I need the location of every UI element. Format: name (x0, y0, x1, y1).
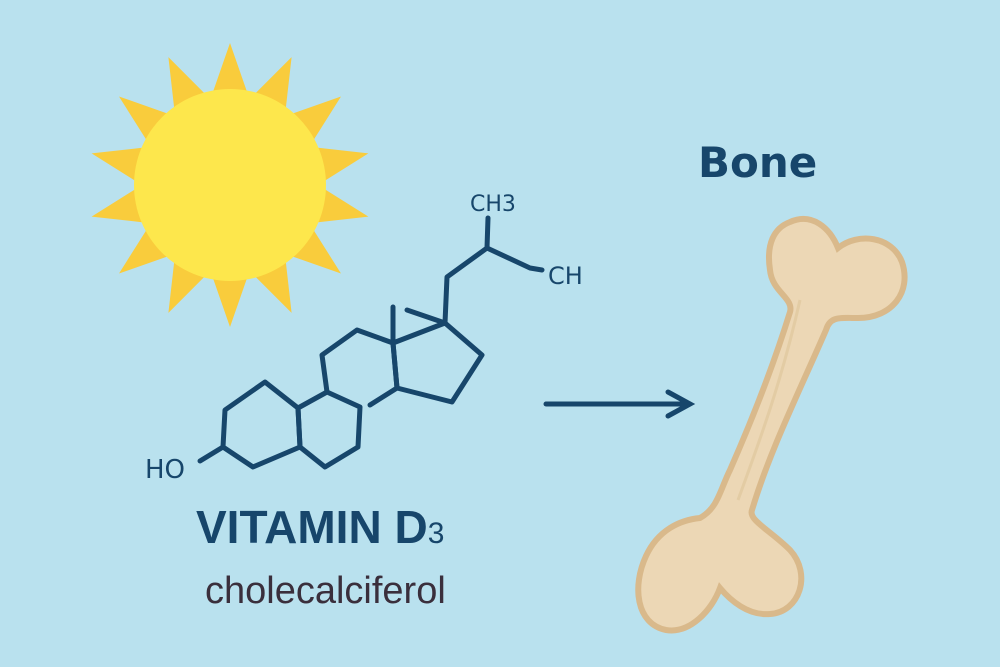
sun-icon (91, 43, 369, 327)
vitamin-title: VITAMIN D3 (196, 500, 444, 554)
vitamin-name: VITAMIN D (196, 501, 428, 553)
arrow-right-icon (543, 389, 696, 419)
bone-title: Bone (698, 138, 818, 187)
ch3-label: CH3 (470, 192, 516, 217)
bone-icon (635, 215, 908, 634)
molecule-structure (197, 215, 545, 470)
chemical-name: cholecalciferol (205, 570, 446, 612)
vitamin-subscript: 3 (427, 517, 445, 550)
ho-label: HO (145, 455, 186, 485)
ch-label: CH (548, 262, 583, 290)
